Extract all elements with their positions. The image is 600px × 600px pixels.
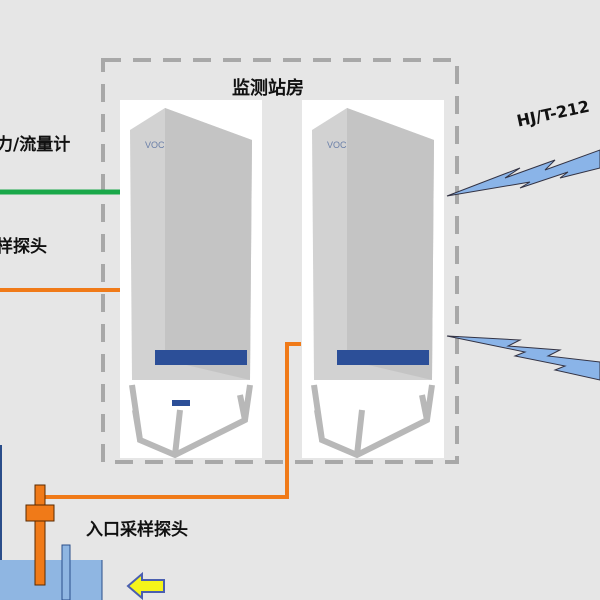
inlet-sample-line (44, 342, 301, 499)
cabinet-right: VOC (302, 100, 444, 459)
lightning-upper-icon (446, 149, 600, 197)
station-title: 监测站房 (232, 78, 304, 99)
lightning-lower-icon (446, 335, 600, 381)
cabinet-left: VOC (120, 100, 262, 459)
flow-direction-arrow-icon (126, 571, 165, 600)
outlet-probe-label: 样探头 (0, 237, 47, 257)
cabinet-brand: VOC (145, 140, 165, 150)
station-dashed-boundary (101, 58, 459, 464)
inlet-probe-label: 入口采样探头 (86, 520, 188, 540)
flow-meter-label: 力/流量计 (0, 135, 71, 155)
tank (0, 445, 103, 600)
inlet-probe-icon (25, 484, 55, 586)
cabinet-brand: VOC (327, 140, 347, 150)
